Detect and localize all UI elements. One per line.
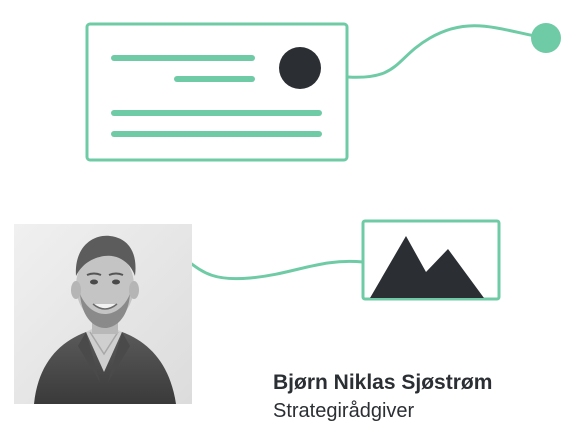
- person-info: Bjørn Niklas Sjøstrøm Strategirådgiver: [273, 370, 563, 424]
- person-name: Bjørn Niklas Sjøstrøm: [273, 371, 493, 394]
- person-job-title: Strategirådgiver: [273, 400, 415, 422]
- mountain-image-icon: [361, 219, 501, 301]
- profile-card-icon: [85, 22, 349, 162]
- person-portrait-photo: [14, 224, 192, 404]
- top-right-connector-dot: [531, 23, 561, 53]
- card-connector-line: [347, 24, 546, 79]
- portrait-connector-line: [171, 248, 364, 281]
